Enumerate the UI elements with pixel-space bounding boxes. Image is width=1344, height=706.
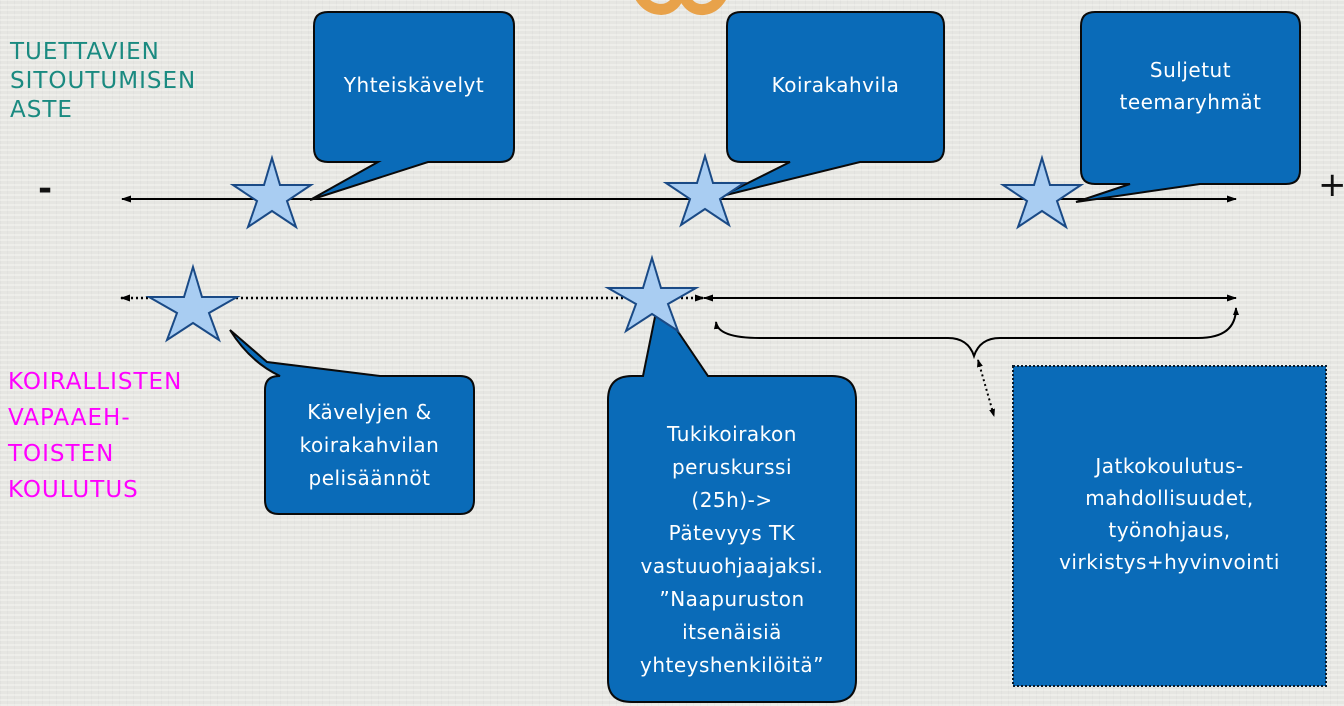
info-box-line: työnohjaus,: [1108, 518, 1231, 542]
curly-brace-icon: [713, 307, 1239, 360]
info-box-line: mahdollisuudet,: [1085, 486, 1254, 510]
callout-bubble-pelisaannot: [229, 329, 475, 515]
callout-text-line: vastuuohjaajaksi.: [640, 554, 824, 578]
star-icon: [145, 263, 241, 343]
axis-label-training-line: KOIRALLISTEN: [8, 369, 183, 395]
star-icon: [662, 152, 748, 228]
callout-text-line: koirakahvilan: [299, 433, 440, 457]
axis-label-volunteer-training: KOIRALLISTEN VAPAAEH- TOISTEN KOULUTUS: [8, 364, 182, 508]
axis-label-training-line: VAPAAEH-: [8, 405, 131, 431]
callout-text-koirakahvila: Koirakahvila: [727, 72, 944, 99]
axis-label-engagement-line: SITOUTUMISEN: [10, 68, 197, 94]
callout-text-line: Yhteiskävelyt: [343, 73, 485, 97]
minus-sign: -: [38, 169, 53, 209]
callout-text-line: teemaryhmät: [1119, 90, 1262, 114]
info-box-line: virkistys+hyvinvointi: [1059, 550, 1280, 574]
callout-text-peruskurssi: Tukikoirakon peruskurssi (25h)-> Pätevyy…: [602, 418, 862, 682]
callout-text-yhteiskavelyt: Yhteiskävelyt: [314, 72, 514, 99]
callout-bubble-yhteiskavelyt: [309, 11, 515, 201]
info-box-continued-training: [1012, 365, 1327, 687]
callout-text-line: Tukikoirakon: [667, 422, 797, 446]
plus-sign: +: [1318, 165, 1344, 205]
callout-text-line: Koirakahvila: [771, 73, 900, 97]
info-box-line: Jatkokoulutus-: [1095, 454, 1244, 478]
star-icon: [999, 154, 1085, 230]
callout-text-pelisaannot: Kävelyjen & koirakahvilan pelisäännöt: [265, 396, 474, 495]
axis-label-engagement-line: ASTE: [10, 97, 73, 123]
callout-text-line: ”Naapuruston: [659, 587, 805, 611]
axis-label-training-line: KOULUTUS: [8, 477, 139, 503]
callout-text-suljetut: Suljetut teemaryhmät: [1081, 54, 1300, 118]
double-arrow-icon: [977, 359, 995, 417]
callout-text-line: peruskurssi: [671, 455, 793, 479]
axis-label-training-line: TOISTEN: [8, 441, 115, 467]
callout-text-line: yhteyshenkilöitä”: [639, 653, 825, 677]
star-icon: [604, 254, 700, 334]
axis-label-engagement: TUETTAVIEN SITOUTUMISEN ASTE: [10, 38, 196, 125]
callout-text-line: pelisäännöt: [308, 466, 431, 490]
callout-text-line: (25h)->: [691, 488, 773, 512]
info-box-text: Jatkokoulutus- mahdollisuudet, työnohjau…: [1013, 450, 1326, 578]
decorative-swirl-icon: [636, 0, 726, 16]
callout-bubble-koirakahvila: [721, 11, 945, 197]
star-icon: [229, 154, 315, 230]
axis-label-engagement-line: TUETTAVIEN: [10, 39, 160, 65]
callout-bubble-peruskurssi: [607, 299, 857, 703]
callout-text-line: Suljetut: [1149, 58, 1232, 82]
callout-text-line: Kävelyjen &: [307, 400, 432, 424]
callout-bubble-suljetut: [1075, 11, 1301, 203]
callout-text-line: Pätevyys TK: [668, 521, 796, 545]
callout-text-line: itsenäisiä: [682, 620, 782, 644]
